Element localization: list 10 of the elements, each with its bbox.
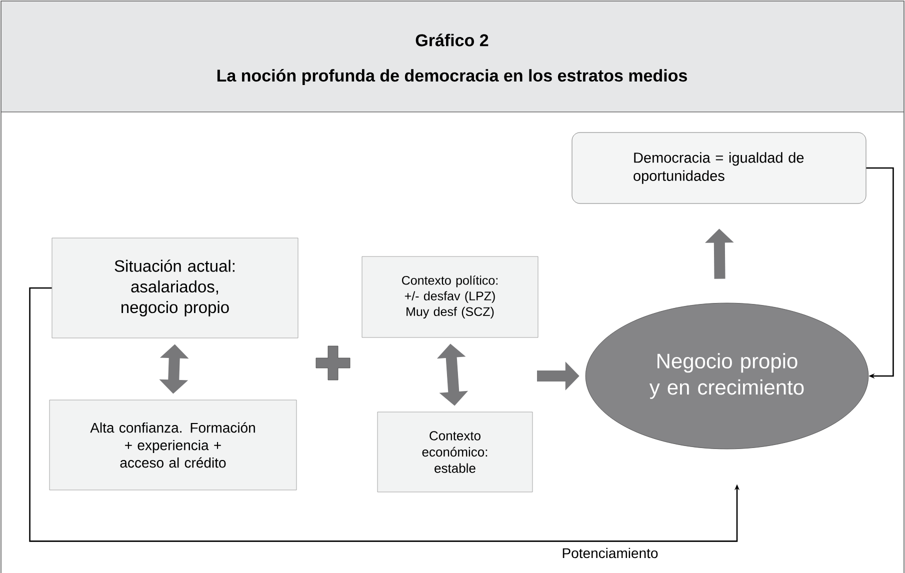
subtitle: La noción profunda de democracia en los estratos medios <box>217 69 687 85</box>
title: Gráfico 2 <box>416 34 488 46</box>
ellipse-node: Negocio propio y en crecimiento <box>585 302 869 450</box>
text-box: Alta confianza. Formación + experiencia + acceso al crédito <box>49 400 297 490</box>
edge-label: Potenciamiento <box>560 546 660 560</box>
text-box: Contexto económico: estable <box>377 412 533 492</box>
text-box: Contexto político: +/- desfav (LPZ) Muy desf (SCZ) <box>362 256 538 338</box>
connector-arrow <box>866 167 894 379</box>
rounded-box: Democracia = igualdad de oportunidades <box>572 132 866 204</box>
text-box: Situación actual: asalariados, negocio propio <box>52 238 298 338</box>
